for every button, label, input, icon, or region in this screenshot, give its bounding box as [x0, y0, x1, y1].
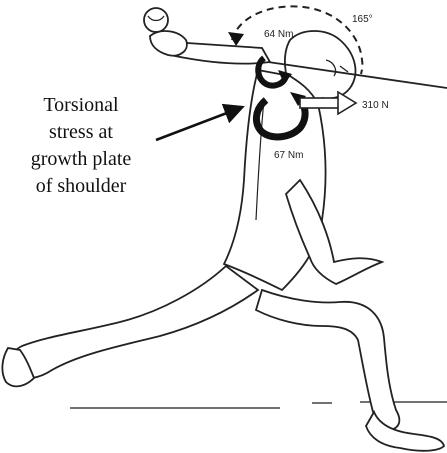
force-label: 310 N	[362, 100, 389, 111]
callout-pointer	[156, 108, 240, 140]
torque-lower-label: 67 Nm	[274, 150, 303, 161]
shoulder-stress-callout: Torsional stress at growth plate of shou…	[6, 92, 156, 200]
angle-label: 165°	[352, 14, 373, 25]
angle-arc-arrowhead	[228, 32, 244, 46]
callout-line-3: growth plate	[6, 146, 156, 173]
legs	[2, 266, 444, 451]
callout-line-4: of shoulder	[6, 173, 156, 200]
torque-upper-label: 64 Nm	[264, 29, 293, 40]
callout-line-2: stress at	[6, 119, 156, 146]
callout-line-1: Torsional	[6, 92, 156, 119]
